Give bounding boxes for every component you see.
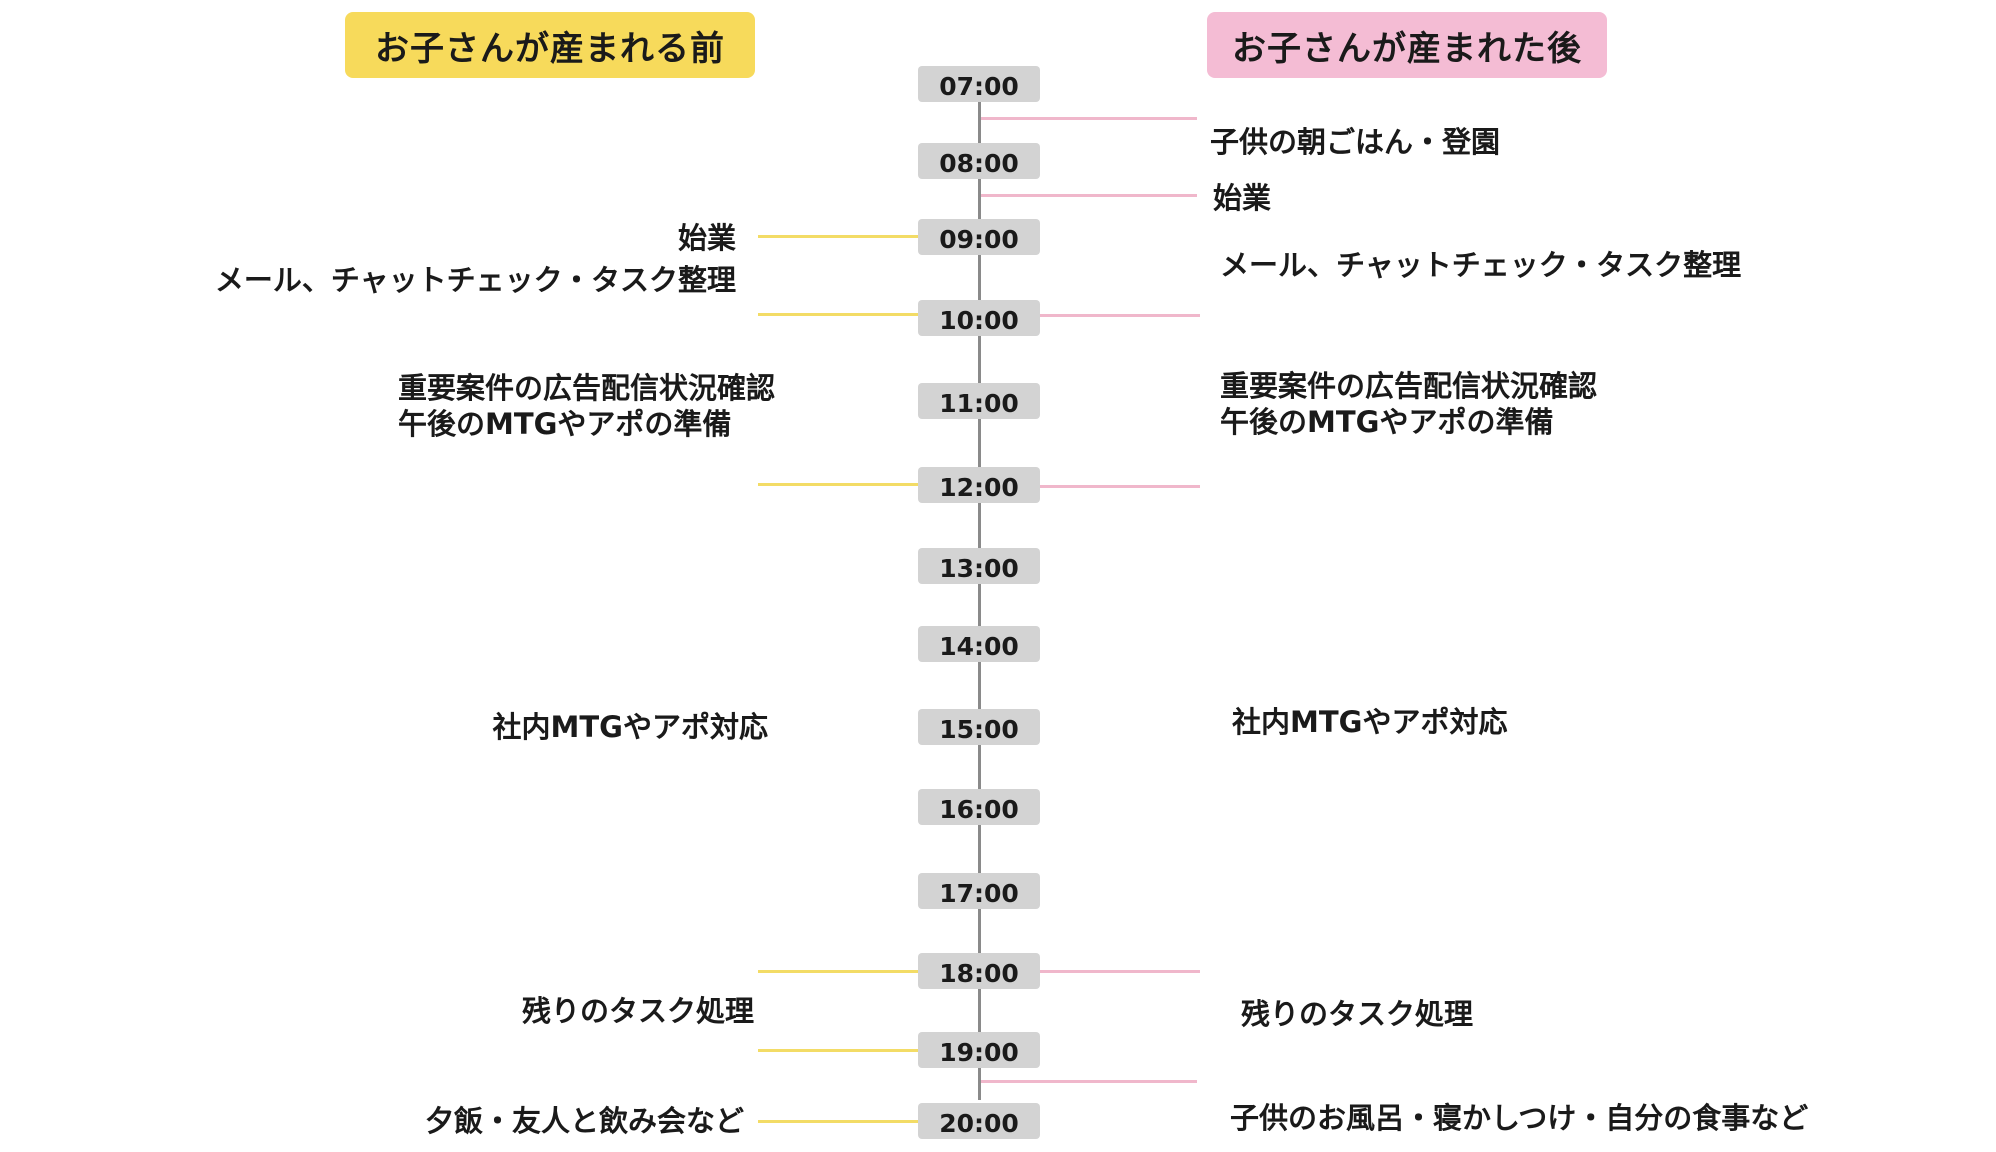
before-connector-line	[758, 235, 918, 238]
after-connector-line	[981, 1080, 1197, 1083]
before-event: 重要案件の広告配信状況確認午後のMTGやアポの準備	[398, 370, 775, 442]
before-connector-line	[758, 1049, 918, 1052]
after-event: 残りのタスク処理	[1241, 996, 1473, 1032]
before-event: 残りのタスク処理	[522, 993, 754, 1029]
after-event-text: 始業	[1213, 181, 1272, 215]
after-event-text: 子供のお風呂・寝かしつけ・自分の食事など	[1230, 1101, 1809, 1135]
time-label: 13:00	[918, 548, 1040, 584]
time-label: 11:00	[918, 383, 1040, 419]
time-label: 09:00	[918, 219, 1040, 255]
time-label: 15:00	[918, 709, 1040, 745]
after-connector-line	[1040, 485, 1200, 488]
after-event-text: 社内MTGやアポ対応	[1232, 705, 1508, 739]
after-event: 始業	[1213, 180, 1271, 216]
after-connector-line	[1040, 314, 1200, 317]
after-event-text: メール、チャットチェック・タスク整理	[1220, 248, 1742, 282]
timeline-axis	[978, 100, 981, 1100]
after-event: 社内MTGやアポ対応	[1232, 704, 1507, 740]
before-event-text: 社内MTGやアポ対応	[492, 710, 768, 744]
after-event: メール、チャットチェック・タスク整理	[1220, 247, 1741, 283]
before-event-text: 始業	[677, 221, 736, 255]
after-event: 子供の朝ごはん・登園	[1210, 124, 1500, 160]
time-label: 17:00	[918, 873, 1040, 909]
time-label: 16:00	[918, 789, 1040, 825]
time-label: 14:00	[918, 626, 1040, 662]
before-connector-line	[758, 313, 918, 316]
after-event: 重要案件の広告配信状況確認午後のMTGやアポの準備	[1220, 368, 1597, 440]
after-connector-line	[1040, 970, 1200, 973]
before-event: 社内MTGやアポ対応	[493, 709, 768, 745]
after-connector-line	[981, 194, 1197, 197]
time-label: 12:00	[918, 467, 1040, 503]
time-label: 18:00	[918, 953, 1040, 989]
before-event: 夕飯・友人と飲み会など	[425, 1103, 744, 1139]
time-label: 19:00	[918, 1032, 1040, 1068]
before-event-text: メール、チャットチェック・タスク整理	[214, 263, 736, 297]
after-event-text: 残りのタスク処理	[1241, 997, 1474, 1031]
before-event-text: 夕飯・友人と飲み会など	[424, 1104, 744, 1138]
before-event-text: 残りのタスク処理	[521, 994, 754, 1028]
time-label: 08:00	[918, 143, 1040, 179]
after-birth-header: お子さんが産まれた後	[1207, 12, 1607, 78]
after-event-text: 子供の朝ごはん・登園	[1210, 125, 1501, 159]
before-event-text: 重要案件の広告配信状況確認	[397, 371, 775, 405]
before-connector-line	[758, 1120, 918, 1123]
before-event: 始業	[678, 220, 736, 256]
after-event: 子供のお風呂・寝かしつけ・自分の食事など	[1230, 1100, 1808, 1136]
after-connector-line	[981, 117, 1197, 120]
time-label: 20:00	[918, 1103, 1040, 1139]
before-connector-line	[758, 970, 918, 973]
before-birth-header: お子さんが産まれる前	[345, 12, 755, 78]
before-connector-line	[758, 483, 918, 486]
before-event: メール、チャットチェック・タスク整理	[215, 262, 736, 298]
after-event-text: 重要案件の広告配信状況確認	[1220, 369, 1598, 403]
time-label: 07:00	[918, 66, 1040, 102]
after-event-text: 午後のMTGやアポの準備	[1220, 405, 1554, 439]
time-label: 10:00	[918, 300, 1040, 336]
before-event-text: 午後のMTGやアポの準備	[397, 407, 732, 441]
